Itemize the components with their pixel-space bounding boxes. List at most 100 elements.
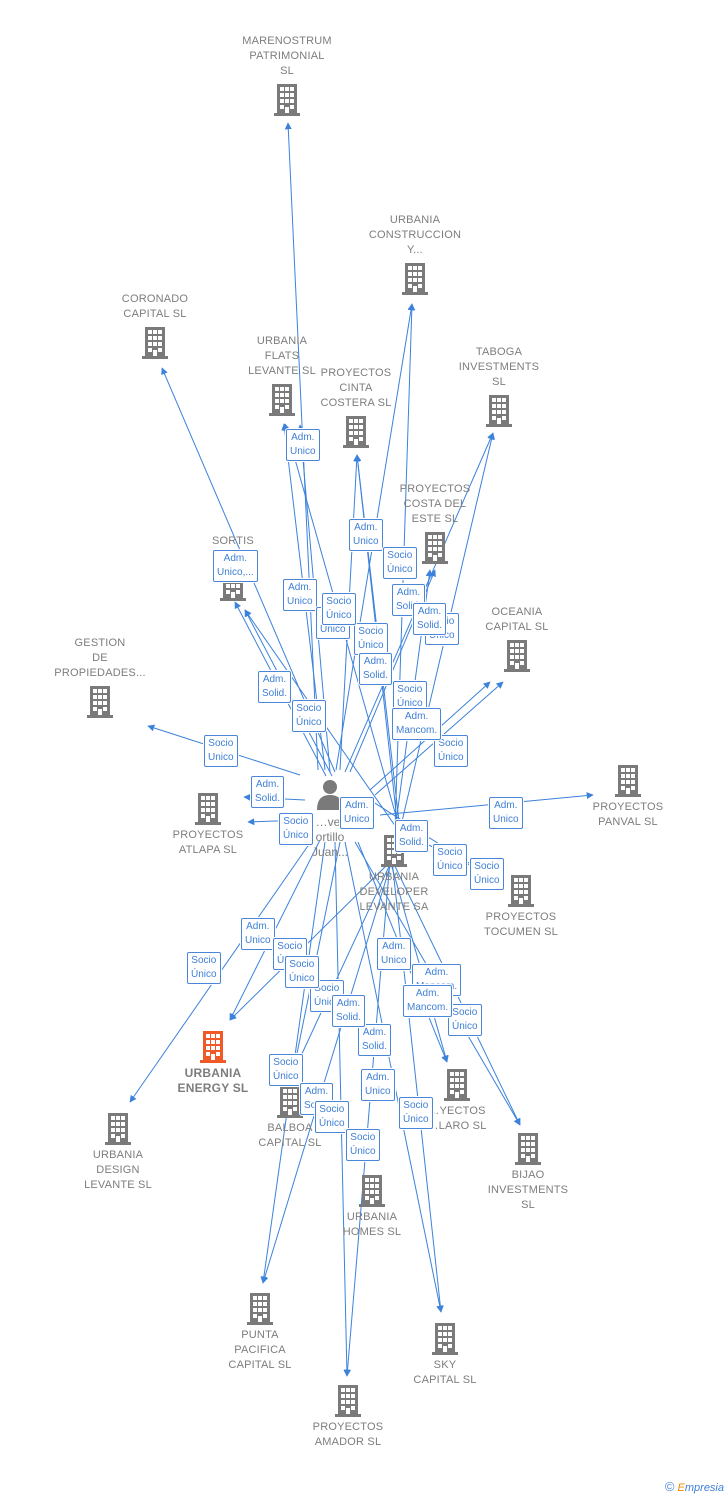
role-badge[interactable]: Adm. Unico	[361, 1069, 395, 1101]
company-label: BALBOA CAPITAL SL	[258, 1122, 322, 1149]
relationship-edge	[229, 839, 321, 1021]
company-label: URBANIA FLATS LEVANTE SL	[248, 335, 316, 377]
role-badge[interactable]: Adm. Unico	[241, 918, 275, 950]
company-sky[interactable]: SKY CAPITAL SL	[380, 1322, 510, 1388]
role-badge[interactable]: Adm. Solid.	[332, 995, 366, 1027]
company-coronado[interactable]: CORONADO CAPITAL SL	[90, 292, 220, 360]
company-label: PROYECTOS COSTA DEL ESTE SL	[399, 483, 471, 525]
role-badge[interactable]: Socio Único	[434, 735, 468, 767]
relationship-edge	[391, 859, 444, 1313]
company-marenostrum[interactable]: MARENOSTRUM PATRIMONIAL SL	[222, 34, 352, 117]
building-icon	[444, 1069, 470, 1101]
company-urbania-design[interactable]: URBANIA DESIGN LEVANTE SL	[53, 1112, 183, 1193]
building-icon	[515, 1133, 541, 1165]
building-icon	[615, 765, 641, 797]
role-badge[interactable]: Socio Único	[315, 1101, 349, 1133]
company-label: PROYECTOS CINTA COSTERA SL	[320, 367, 392, 409]
company-label: PROYECTOS ATLAPA SL	[172, 829, 244, 856]
company-proyectos-costa[interactable]: PROYECTOS COSTA DEL ESTE SL	[370, 482, 500, 565]
copyright-icon: ©	[664, 1479, 675, 1494]
relationship-edge	[261, 859, 393, 1284]
person-node[interactable]: …ver ortillo Juan...	[290, 778, 370, 860]
role-badge[interactable]: Adm. Mancom.	[403, 985, 453, 1017]
relationship-edge	[229, 859, 393, 1021]
role-badge[interactable]: Adm. Mancom.	[392, 708, 442, 740]
company-urbania-flats[interactable]: URBANIA FLATS LEVANTE SL	[217, 334, 347, 417]
company-proyectos-claro[interactable]: …YECTOS …LARO SL	[392, 1068, 522, 1134]
company-proyectos-panval[interactable]: PROYECTOS PANVAL SL	[563, 764, 693, 830]
role-badge[interactable]: Socio Único	[433, 844, 467, 876]
building-icon	[142, 327, 168, 359]
building-icon	[247, 1293, 273, 1325]
role-badge[interactable]: Socio Único	[292, 700, 326, 732]
building-icon	[200, 1031, 226, 1063]
building-icon	[402, 263, 428, 295]
role-badge[interactable]: Adm. Solid.	[395, 820, 429, 852]
role-badge[interactable]: Adm. Unico,...	[213, 550, 258, 582]
company-urbania-energy[interactable]: URBANIA ENERGY SL	[148, 1030, 278, 1096]
role-badge[interactable]: Socio Único	[383, 547, 417, 579]
role-badge[interactable]: Socio Único	[393, 681, 427, 713]
company-proyectos-cinta[interactable]: PROYECTOS CINTA COSTERA SL	[291, 366, 421, 449]
role-badge[interactable]: Socio Único	[279, 813, 313, 845]
company-label: PROYECTOS AMADOR SL	[312, 1421, 384, 1448]
role-badge[interactable]: Socio Único	[354, 623, 388, 655]
brand-initial: E	[677, 1482, 685, 1494]
role-badge[interactable]: Adm. Solid.	[251, 776, 285, 808]
company-proyectos-tocumen[interactable]: PROYECTOS TOCUMEN SL	[456, 874, 586, 940]
building-icon	[486, 395, 512, 427]
relationship-edge	[379, 792, 594, 816]
brand-logo[interactable]: Empresia	[678, 1482, 724, 1494]
building-icon	[422, 532, 448, 564]
role-badge[interactable]: Socio Único	[269, 1054, 303, 1086]
company-taboga[interactable]: TABOGA INVESTMENTS SL	[434, 345, 564, 428]
role-badge[interactable]: Adm. Unico	[349, 519, 383, 551]
building-icon	[504, 640, 530, 672]
company-label: URBANIA HOMES SL	[342, 1211, 402, 1238]
company-label: CORONADO CAPITAL SL	[121, 293, 189, 320]
company-urbania-homes[interactable]: URBANIA HOMES SL	[307, 1174, 437, 1240]
company-label: URBANIA CONSTRUCCION Y...	[368, 214, 462, 256]
company-label: PUNTA PACIFICA CAPITAL SL	[228, 1329, 292, 1371]
role-badge[interactable]: Socio Unico	[204, 735, 238, 767]
role-badge[interactable]: Adm. Solid.	[258, 671, 292, 703]
role-badge[interactable]: Adm. Solid.	[359, 653, 393, 685]
building-icon	[335, 1385, 361, 1417]
company-label: URBANIA ENERGY SL	[177, 1066, 249, 1095]
company-label: URBANIA DEVELOPER LEVANTE SA	[359, 871, 429, 913]
role-badge[interactable]: Socio Único	[448, 1004, 482, 1036]
role-badge[interactable]: Socio Único	[399, 1097, 433, 1129]
role-badge[interactable]: Socio Único	[285, 956, 319, 988]
brand-rest: mpresia	[684, 1482, 724, 1494]
company-gestion[interactable]: GESTION DE PROPIEDADES...	[35, 636, 165, 719]
company-label: BIJAO INVESTMENTS SL	[487, 1169, 569, 1211]
role-badge[interactable]: Socio Único	[346, 1129, 380, 1161]
company-proyectos-amador[interactable]: PROYECTOS AMADOR SL	[283, 1384, 413, 1450]
company-punta-pacifica[interactable]: PUNTA PACIFICA CAPITAL SL	[195, 1292, 325, 1373]
building-icon	[359, 1175, 385, 1207]
role-badge[interactable]: Adm. Solid.	[358, 1024, 392, 1056]
company-oceania[interactable]: OCEANIA CAPITAL SL	[452, 605, 582, 673]
person-label: …ver ortillo Juan...	[311, 815, 349, 859]
company-label: SKY CAPITAL SL	[413, 1359, 477, 1386]
role-badge[interactable]: Socio Único	[470, 858, 504, 890]
role-badge[interactable]: Adm. Unico	[489, 797, 523, 829]
building-icon	[274, 84, 300, 116]
company-balboa[interactable]: BALBOA CAPITAL SL	[225, 1085, 355, 1151]
role-badge[interactable]: Adm. Unico	[340, 797, 374, 829]
relationship-edge	[129, 839, 313, 1103]
company-proyectos-atlapa[interactable]: PROYECTOS ATLAPA SL	[143, 792, 273, 858]
role-badge[interactable]: Adm. Unico	[377, 938, 411, 970]
role-badge[interactable]: Adm. Unico	[286, 429, 320, 461]
role-badge[interactable]: Socio Único	[322, 593, 356, 625]
building-icon	[508, 875, 534, 907]
role-badge[interactable]: Adm. Unico	[283, 579, 317, 611]
company-urbania-developer[interactable]: URBANIA DEVELOPER LEVANTE SA	[329, 834, 459, 915]
role-badge[interactable]: Adm. Solid.	[413, 603, 447, 635]
company-label: URBANIA DESIGN LEVANTE SL	[84, 1149, 152, 1191]
role-badge[interactable]: Socio Único	[187, 952, 221, 984]
company-label: PROYECTOS TOCUMEN SL	[484, 911, 558, 938]
company-urbania-construccion[interactable]: URBANIA CONSTRUCCION Y...	[350, 213, 480, 296]
company-label: PROYECTOS PANVAL SL	[592, 801, 664, 828]
company-bijao[interactable]: BIJAO INVESTMENTS SL	[463, 1132, 593, 1213]
